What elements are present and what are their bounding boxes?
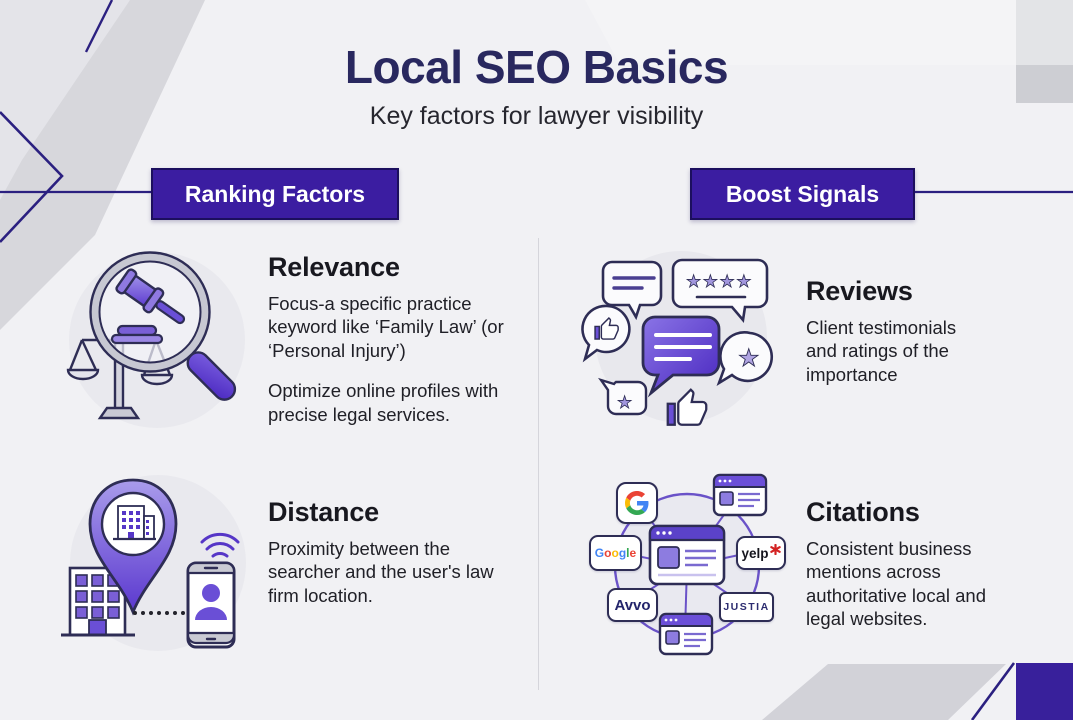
diagonal-line-top [84,0,114,53]
magnifier-icon [89,251,237,401]
reviews-block: Reviews Client testimonials and ratings … [806,276,1046,386]
distance-paragraph: Proximity between the searcher and the u… [268,538,494,606]
relevance-icon [62,240,252,430]
ranking-factors-badge: Ranking Factors [151,168,399,220]
citations-icon: Google yelp Avvo JUSTIA [580,466,792,668]
page-subtitle: Key factors for lawyer visibility [369,102,704,130]
parallelogram-bottom-right [762,664,1006,720]
person-icon [195,584,227,620]
google-g-node [616,482,658,524]
browser-window-icon [712,473,768,517]
yelp-node: yelp [736,536,786,570]
reviews-heading: Reviews [806,276,913,306]
main-chat-bubble-icon [641,315,721,398]
browser-window-icon [648,524,726,586]
thumbs-up-icon [594,317,619,340]
wifi-icon [200,532,240,558]
thumbs-up-bubble-icon [581,304,631,363]
magnifier-handle [186,351,237,401]
relevance-heading: Relevance [268,252,400,282]
reviews-icon: ★★★★ ★ [576,240,786,435]
star-bubble-icon: ★ [598,377,648,416]
justia-logo: JUSTIA [723,601,770,613]
browser-window-icon [658,612,714,656]
citations-heading: Citations [806,497,920,527]
yelp-logo: yelp [741,545,769,561]
building-icon [61,566,135,637]
pin-building-icon [113,505,156,541]
justia-node: JUSTIA [719,592,774,622]
rating-bubble-icon: ★★★★ [671,258,769,324]
reviews-paragraph: Client testimonials and ratings of the i… [806,317,957,385]
header: Local SEO Basics Key factors for lawyer … [0,40,1073,131]
citations-block: Citations Consistent business mentions a… [806,497,1056,631]
star-glyph: ★ [617,393,632,413]
chat-bubble-icon [601,260,663,321]
page-title: Local SEO Basics [344,41,729,93]
star-circle-bubble-icon: ★ [716,331,774,387]
distance-icon [55,468,255,658]
chevron-outline-left [0,111,64,243]
google-logo: Google [594,546,637,560]
corner-square-bottom-right [1016,663,1073,720]
gavel-icon [115,268,186,325]
star-glyph: ★ [738,344,760,372]
relevance-block: Relevance Focus-a specific practice keyw… [268,252,518,426]
stars-row: ★★★★ [686,272,753,292]
avvo-logo: Avvo [614,596,651,614]
relevance-paragraph-2: Optimize online profiles with precise le… [268,380,499,425]
avvo-node: Avvo [607,588,658,622]
distance-heading: Distance [268,497,379,527]
diagonal-line-bottom-right [970,662,1016,720]
map-pin-icon [88,478,178,616]
smartphone-icon [186,561,236,649]
yelp-burst-icon [769,543,781,555]
dotted-path [133,611,185,615]
citations-paragraph: Consistent business mentions across auth… [806,538,986,630]
column-divider [538,238,539,690]
google-wordmark-node: Google [589,535,642,571]
distance-block: Distance Proximity between the searcher … [268,497,508,607]
relevance-paragraph-1: Focus-a specific practice keyword like ‘… [268,293,504,361]
thumbs-up-icon [666,388,708,426]
boost-signals-badge: Boost Signals [690,168,915,220]
google-g-icon [625,491,649,515]
gavel-block-icon [116,324,158,337]
